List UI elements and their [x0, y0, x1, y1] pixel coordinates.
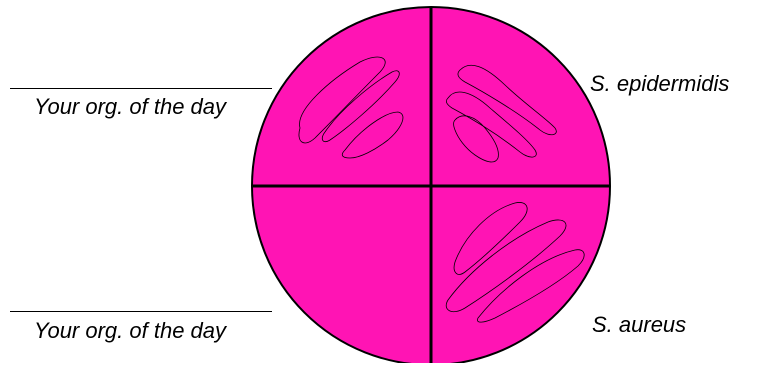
write-in-line-top-left: [10, 88, 272, 89]
write-in-line-bottom-left: [10, 311, 272, 312]
label-top-left: Your org. of the day: [34, 96, 226, 118]
label-top-right: S. epidermidis: [590, 73, 729, 95]
label-bottom-left: Your org. of the day: [34, 320, 226, 342]
label-bottom-right: S. aureus: [592, 314, 686, 336]
